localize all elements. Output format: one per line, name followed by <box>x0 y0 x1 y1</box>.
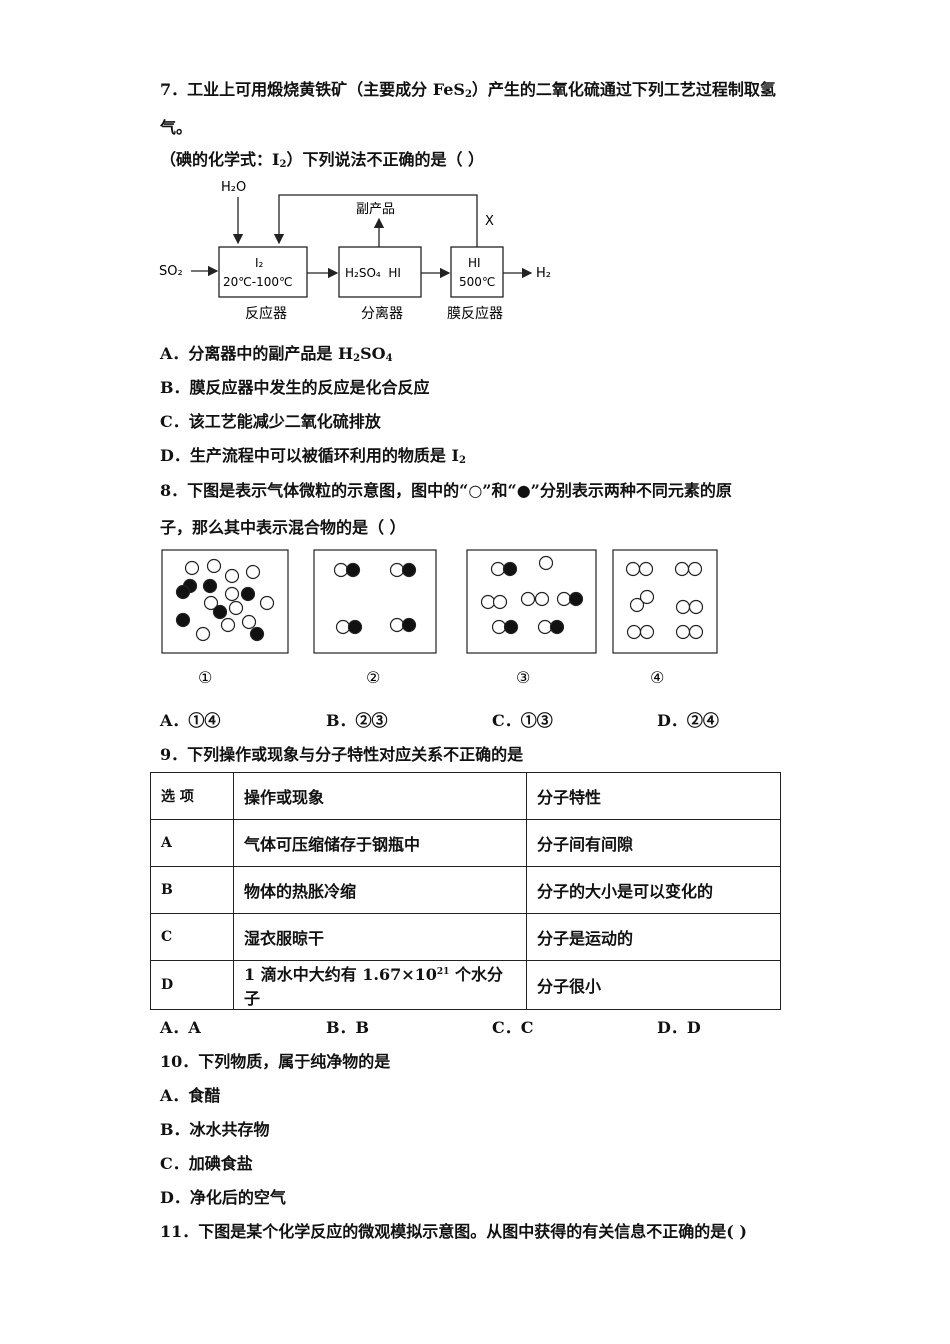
q7-option-c: C．该工艺能减少二氧化硫排放 <box>160 412 381 431</box>
row-property: 分子间有间隙 <box>526 819 781 867</box>
particle-box-label-3: ③ <box>516 668 530 687</box>
row-option: C <box>150 913 234 961</box>
q10-option-a: A．食醋 <box>160 1086 221 1105</box>
row-property: 分子是运动的 <box>526 913 781 961</box>
q8-option-b: B．②③ <box>326 711 388 730</box>
particle-box-label-2: ② <box>366 668 380 687</box>
q7-stem-line2: 气。 <box>160 118 193 137</box>
q7-option-b: B．膜反应器中发生的反应是化合反应 <box>160 378 430 397</box>
q7-option-d: D．生产流程中可以被循环利用的物质是 I2 <box>160 446 466 466</box>
table-row: B 物体的热胀冷缩 分子的大小是可以变化的 <box>150 866 781 914</box>
q10-option-c: C．加碘食盐 <box>160 1154 253 1173</box>
table-header-row: 选 项 操作或现象 分子特性 <box>150 772 781 820</box>
q8-option-c: C．①③ <box>492 711 553 730</box>
q9-option-d: D．D <box>657 1018 701 1037</box>
separator-content: H₂SO₄ HI <box>345 266 401 280</box>
table-row: C 湿衣服晾干 分子是运动的 <box>150 913 781 961</box>
q10-option-b: B．冰水共存物 <box>160 1120 270 1139</box>
h2-label: H₂ <box>536 266 551 281</box>
q9-stem: 9．下列操作或现象与分子特性对应关系不正确的是 <box>160 745 524 764</box>
q10-stem: 10．下列物质，属于纯净物的是 <box>160 1052 391 1071</box>
q8-stem-line1: 8．下图是表示气体微粒的示意图，图中的“○”和“●”分别表示两种不同元素的原 <box>160 481 732 500</box>
membrane-reactor-box <box>450 246 504 298</box>
recycle-line <box>273 194 478 247</box>
recycle-x-label: X <box>485 214 494 229</box>
row-phenomenon: 物体的热胀冷缩 <box>233 866 527 914</box>
h2o-label: H₂O <box>221 180 246 195</box>
q7-stem-line3: （碘的化学式：I2）下列说法不正确的是（ ） <box>160 150 485 170</box>
row-property: 分子的大小是可以变化的 <box>526 866 781 914</box>
row-phenomenon: 1 滴水中大约有 1.67×1021 个水分子 <box>233 960 527 1010</box>
separator-box <box>338 246 422 298</box>
byproduct-label: 副产品 <box>356 202 395 217</box>
q10-option-d: D．净化后的空气 <box>160 1188 286 1207</box>
q8-option-a: A．①④ <box>160 711 221 730</box>
membrane-line2: 500℃ <box>459 275 495 289</box>
q9-option-c: C．C <box>492 1018 534 1037</box>
row-option: A <box>150 819 234 867</box>
row-phenomenon: 湿衣服晾干 <box>233 913 527 961</box>
header-phenomenon: 操作或现象 <box>233 772 527 820</box>
q9-table: 选 项 操作或现象 分子特性 A 气体可压缩储存于钢瓶中 分子间有间隙 B 物体… <box>150 772 781 1010</box>
table-row: A 气体可压缩储存于钢瓶中 分子间有间隙 <box>150 819 781 867</box>
q8-option-d: D．②④ <box>657 711 719 730</box>
particle-diagrams: ① ② ③ ④ <box>161 549 718 687</box>
reactor-line2: 20℃-100℃ <box>223 275 292 289</box>
q9-option-a: A．A <box>160 1018 201 1037</box>
separator-name: 分离器 <box>361 305 403 322</box>
row-option: B <box>150 866 234 914</box>
q7-stem-line1: 7．工业上可用煅烧黄铁矿（主要成分 FeS2）产生的二氧化硫通过下列工艺过程制取… <box>160 80 776 100</box>
reactor-line1: I₂ <box>255 256 264 270</box>
row-option: D <box>150 960 234 1010</box>
particle-box-label-4: ④ <box>650 668 664 687</box>
so2-label: SO₂ <box>159 264 183 279</box>
header-property: 分子特性 <box>526 772 781 820</box>
row-phenomenon: 气体可压缩储存于钢瓶中 <box>233 819 527 867</box>
reactor-box <box>218 246 308 298</box>
process-flow-diagram: H₂O SO₂ I₂ 20℃-100℃ 反应器 H₂SO₄ HI 分离器 副产品… <box>159 180 551 322</box>
q7-option-a: A．分离器中的副产品是 H2SO4 <box>160 344 393 364</box>
q11-stem: 11．下图是某个化学反应的微观模拟示意图。从图中获得的有关信息不正确的是( ) <box>160 1222 747 1241</box>
row-property: 分子很小 <box>526 960 781 1010</box>
q9-option-b: B．B <box>326 1018 370 1037</box>
header-option: 选 项 <box>150 772 234 820</box>
q8-stem-line2: 子，那么其中表示混合物的是（ ） <box>160 518 406 537</box>
membrane-reactor-name: 膜反应器 <box>447 305 503 322</box>
particle-box-2 <box>313 549 437 654</box>
table-row: D 1 滴水中大约有 1.67×1021 个水分子 分子很小 <box>150 960 781 1010</box>
particle-box-label-1: ① <box>198 668 212 687</box>
membrane-line1: HI <box>468 256 481 270</box>
reactor-name: 反应器 <box>245 305 287 322</box>
